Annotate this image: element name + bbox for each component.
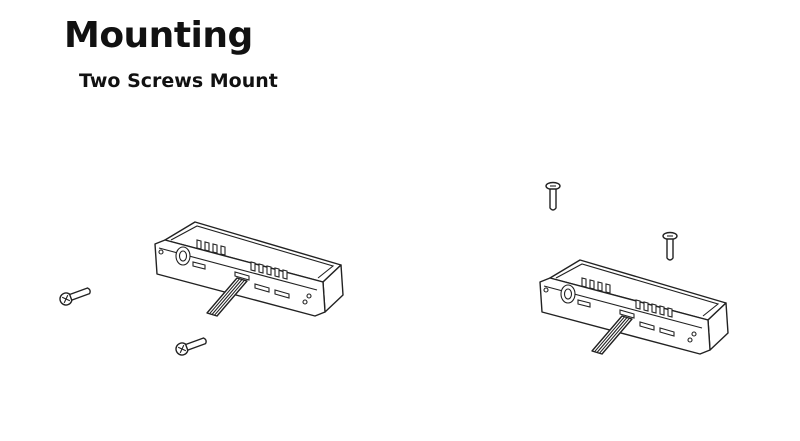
screw-left-upper: [57, 283, 93, 308]
device-right: [539, 259, 729, 355]
device-left: [154, 221, 344, 317]
page-title: Mounting: [64, 15, 253, 56]
screw-left-lower: [173, 333, 209, 358]
section-subtitle: Two Screws Mount: [79, 70, 278, 92]
screw-right-lower: [662, 231, 678, 261]
screw-right-upper: [545, 181, 561, 211]
